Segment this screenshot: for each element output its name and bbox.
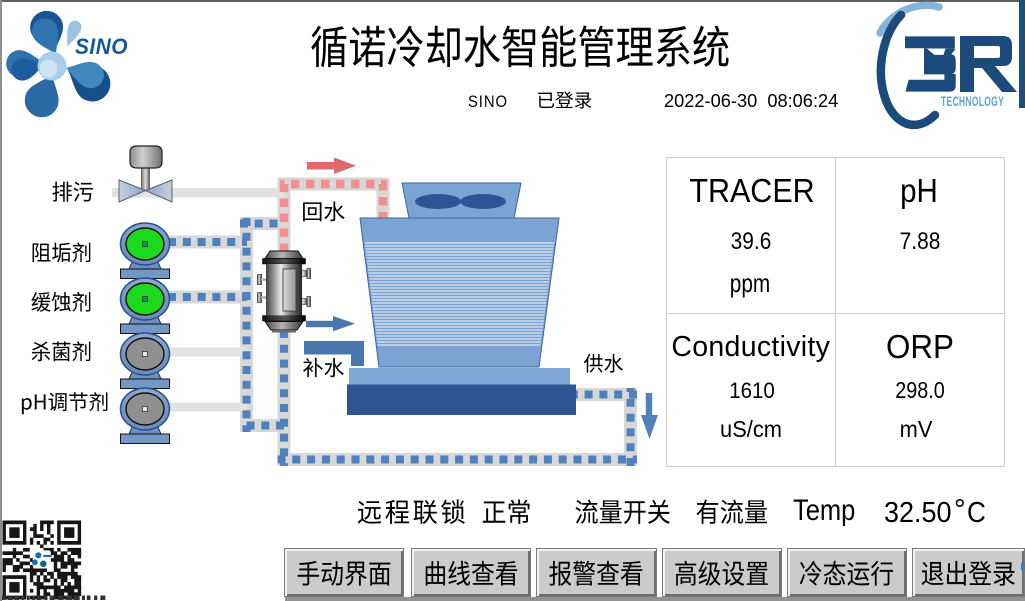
svg-text:TECHNOLOGY: TECHNOLOGY bbox=[941, 95, 1004, 109]
svg-text:SINO: SINO bbox=[75, 33, 128, 59]
